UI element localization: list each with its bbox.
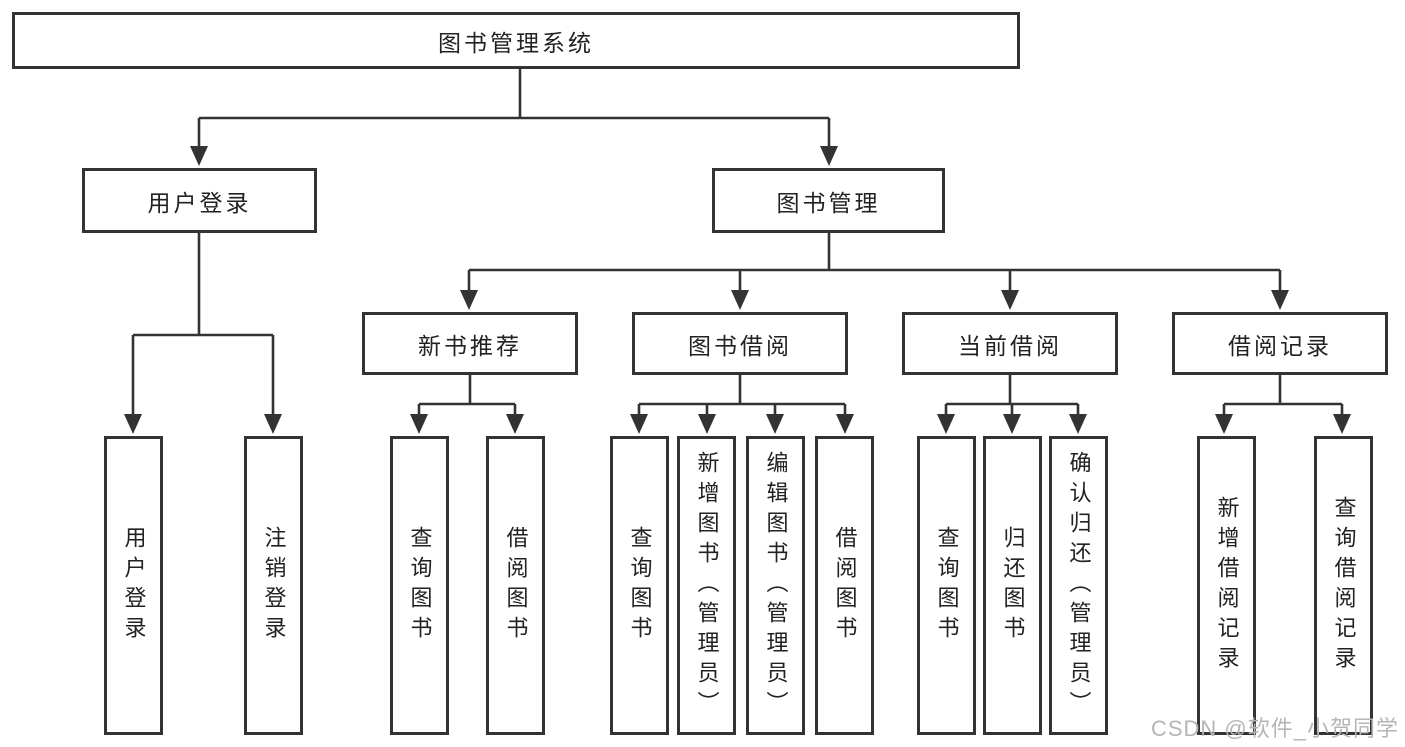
leaf-edit-book-admin: 编辑图书（管理员）: [746, 436, 805, 735]
leaf-borrow-books-new: 借阅图书: [486, 436, 545, 735]
leaf-query-books-new-label: 查询图书: [407, 525, 433, 646]
leaf-add-book-admin: 新增图书（管理员）: [677, 436, 736, 735]
leaf-query-books-new: 查询图书: [390, 436, 449, 735]
leaf-confirm-return-admin: 确认归还（管理员）: [1049, 436, 1108, 735]
connector-current-borrow-children: [937, 375, 1087, 434]
leaf-user-login-label: 用户登录: [121, 525, 147, 646]
connector-user-login-children: [124, 233, 282, 434]
node-root-label: 图书管理系统: [438, 29, 594, 56]
leaf-borrow-books-new-label: 借阅图书: [503, 525, 529, 646]
node-new-book-recommend-label: 新书推荐: [418, 332, 522, 359]
leaf-query-borrow-record-label: 查询借阅记录: [1331, 495, 1357, 676]
node-user-login-label: 用户登录: [147, 189, 252, 216]
leaf-add-book-admin-label: 新增图书（管理员）: [694, 450, 720, 721]
leaf-edit-book-admin-label: 编辑图书（管理员）: [763, 450, 789, 721]
node-borrow-records: 借阅记录: [1172, 312, 1388, 375]
node-current-borrow: 当前借阅: [902, 312, 1118, 375]
node-borrow-records-label: 借阅记录: [1228, 332, 1332, 359]
node-book-management: 图书管理: [712, 168, 945, 233]
watermark-csdn: CSDN @软件_小贺同学: [1150, 716, 1399, 741]
leaf-logout: 注销登录: [244, 436, 303, 735]
node-book-management-label: 图书管理: [776, 189, 881, 216]
leaf-logout-label: 注销登录: [261, 525, 287, 646]
leaf-query-borrow-record: 查询借阅记录: [1314, 436, 1373, 735]
leaf-query-books-current-label: 查询图书: [934, 525, 960, 646]
connector-book-borrow-children: [630, 375, 854, 434]
node-book-borrow-label: 图书借阅: [688, 332, 792, 359]
connector-borrow-records-children: [1215, 375, 1351, 434]
leaf-borrow-books-borrow: 借阅图书: [815, 436, 874, 735]
node-book-borrow: 图书借阅: [632, 312, 848, 375]
node-new-book-recommend: 新书推荐: [362, 312, 578, 375]
connector-root-to-level2: [190, 69, 838, 166]
leaf-confirm-return-admin-label: 确认归还（管理员）: [1066, 450, 1092, 721]
node-root-system: 图书管理系统: [12, 12, 1020, 69]
leaf-return-books: 归还图书: [983, 436, 1042, 735]
node-current-borrow-label: 当前借阅: [958, 332, 1062, 359]
connector-book-mgmt-children: [460, 233, 1289, 310]
leaf-query-books-current: 查询图书: [917, 436, 976, 735]
leaf-add-borrow-record: 新增借阅记录: [1197, 436, 1256, 735]
node-user-login: 用户登录: [82, 168, 317, 233]
leaf-query-books-borrow: 查询图书: [610, 436, 669, 735]
leaf-query-books-borrow-label: 查询图书: [627, 525, 653, 646]
leaf-add-borrow-record-label: 新增借阅记录: [1214, 495, 1240, 676]
leaf-borrow-books-borrow-label: 借阅图书: [832, 525, 858, 646]
leaf-return-books-label: 归还图书: [1000, 525, 1026, 646]
connector-new-books-children: [410, 375, 524, 434]
leaf-user-login: 用户登录: [104, 436, 163, 735]
